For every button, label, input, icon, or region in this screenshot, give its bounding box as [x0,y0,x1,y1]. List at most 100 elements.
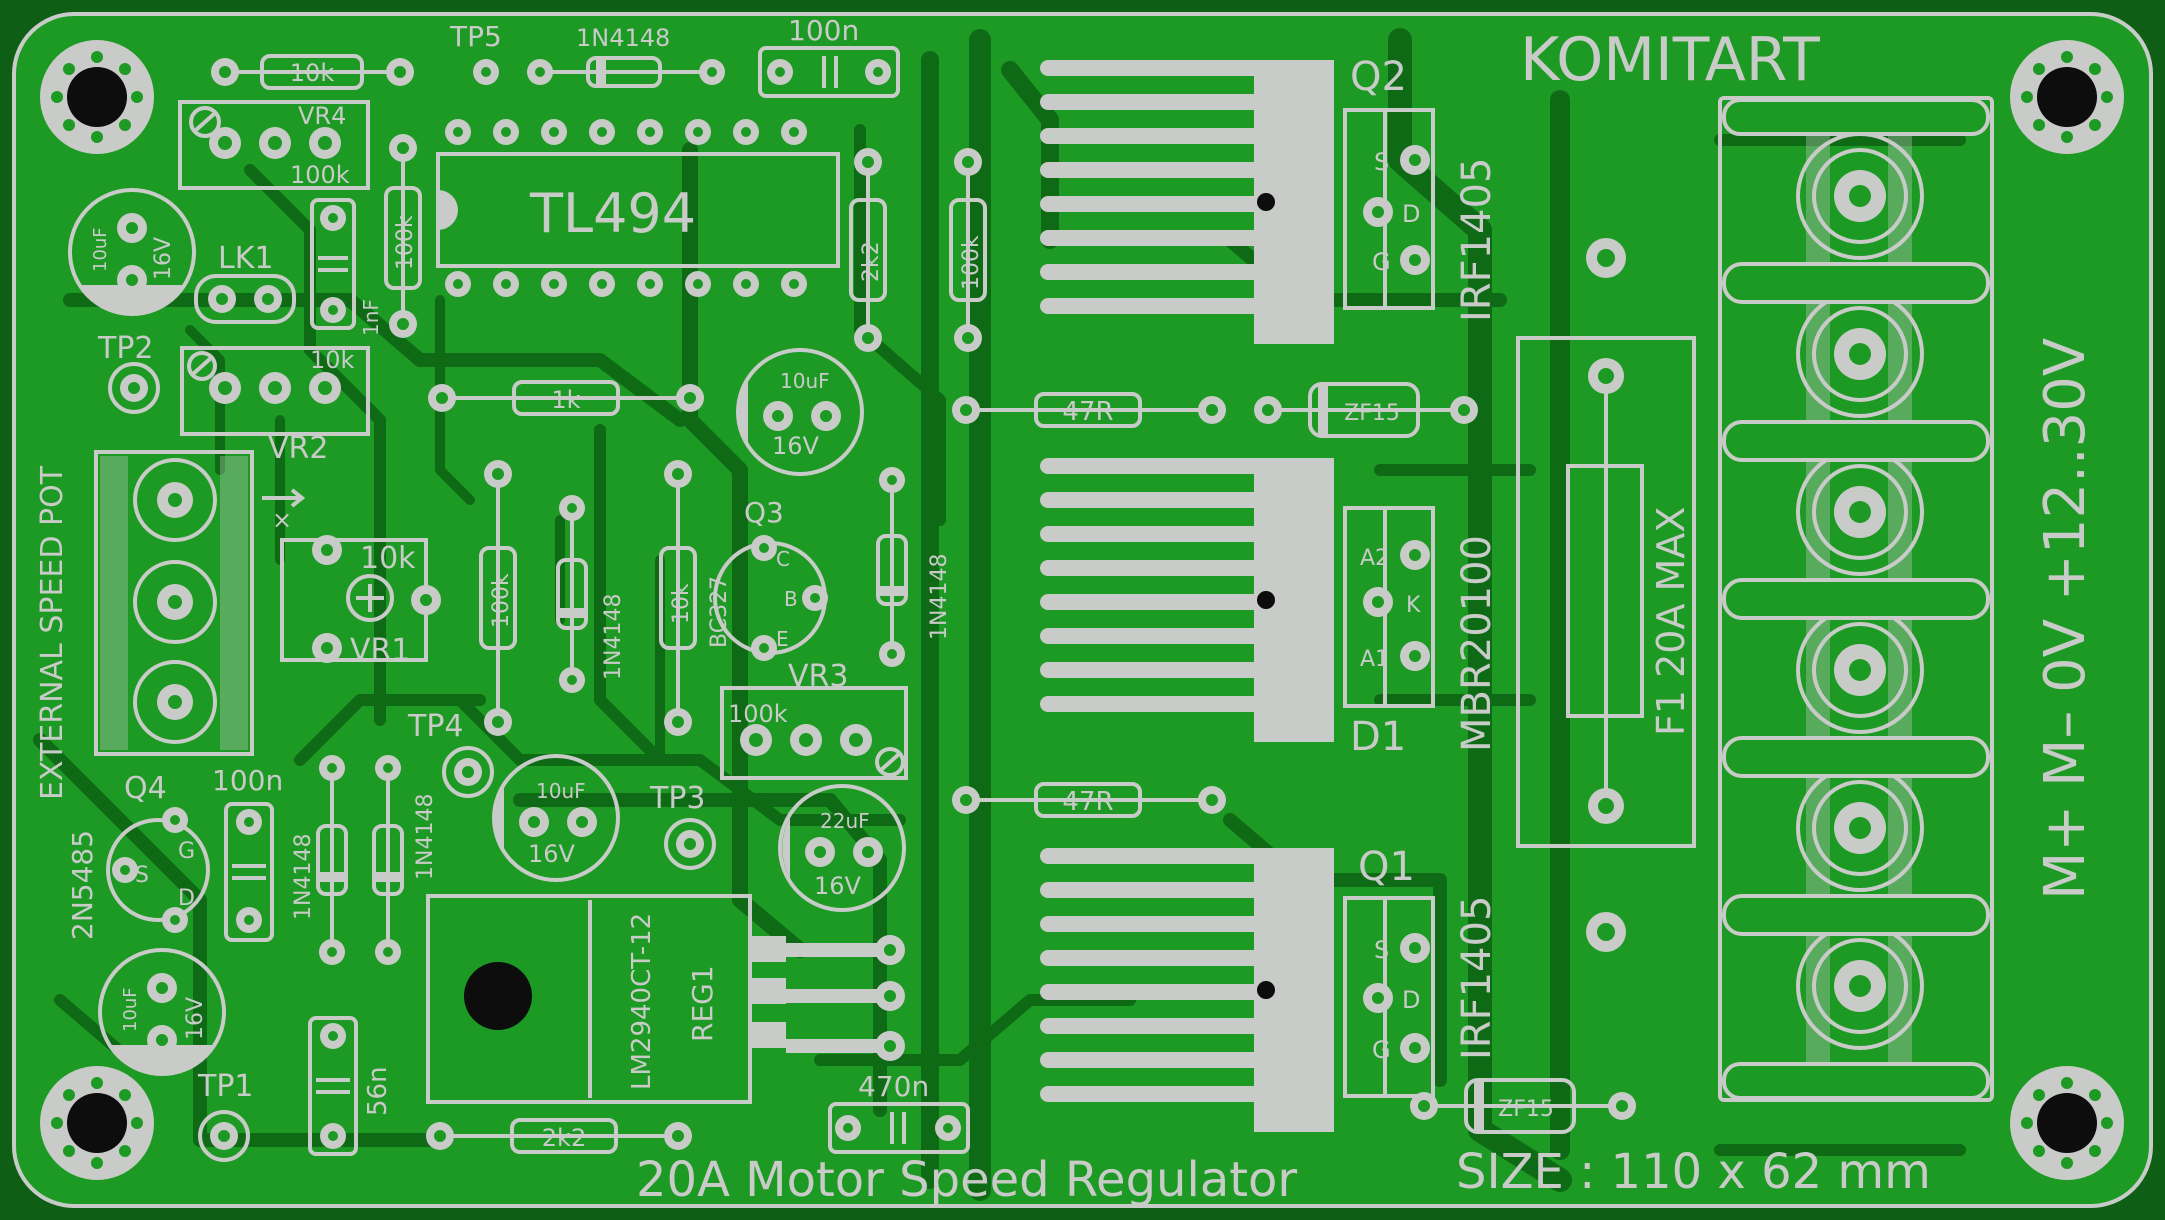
svg-text:16V: 16V [151,237,176,280]
copper-traces [33,28,1966,1201]
svg-text:TP3: TP3 [649,781,706,816]
trimmer-vr2: 10k VR2 [180,346,370,466]
testpoint-tp1: TP1 [197,1069,254,1162]
arrow-mark: × [262,488,306,534]
svg-text:470n: 470n [858,1070,929,1103]
svg-text:TP2: TP2 [97,331,154,366]
svg-text:D: D [1402,200,1420,228]
transistor-q4: Q4 S G D 2N5485 [66,771,210,940]
resistor-2k2-a: 2k2 [849,148,887,352]
capacitor-56n: 56n [308,1016,393,1156]
resistor-1k: 1k [428,380,704,416]
fuse-f1: F1 20A MAX [1516,336,1696,848]
svg-text:1N4148: 1N4148 [576,24,670,52]
transistor-q3: Q3 C B E BC327 [707,496,828,661]
capacitor-10uf-b: 10uF 16V [98,948,226,1076]
lk1-label: LK1 [218,241,273,276]
svg-text:10k: 10k [360,541,416,576]
svg-text:G: G [1372,248,1391,276]
svg-text:REG1: REG1 [686,965,719,1042]
svg-text:2N5485: 2N5485 [66,830,99,940]
resistor-47r-b: 47R [952,782,1226,818]
svg-text:IRF1405: IRF1405 [1454,158,1500,322]
trimmer-vr3: VR3 100k [720,659,908,780]
svg-text:C: C [776,547,790,571]
terminal-divider [1722,420,1990,462]
svg-text:D: D [1402,986,1420,1014]
mosfet-q1: Q1 S D G IRF1405 [1343,844,1500,1098]
link-lk1: LK1 [194,241,296,324]
svg-text:1N4148: 1N4148 [927,554,952,640]
svg-text:A2: A2 [1360,546,1389,571]
capacitor-100n-q4: 100n [212,764,283,942]
svg-text:16V: 16V [183,997,208,1040]
external-pot-label: EXTERNAL SPEED POT [35,465,70,800]
mounting-holes [40,40,2124,1180]
svg-text:16V: 16V [772,432,820,460]
svg-text:56n: 56n [363,1066,393,1116]
terminal-external-pot: EXTERNAL SPEED POT [35,450,254,800]
svg-text:2k2: 2k2 [542,1124,586,1152]
terminal-divider [1722,894,1990,936]
svg-text:K: K [1406,593,1421,618]
svg-text:S: S [135,863,149,888]
mount-hole-bl [40,1066,154,1180]
heatsink-q1 [1040,848,1334,1132]
diode-1n4148-d: 1N4148 [876,467,952,667]
svg-text:IRF1405: IRF1405 [1454,896,1500,1060]
svg-text:G: G [1372,1036,1391,1064]
svg-text:10k: 10k [310,346,355,374]
svg-text:BC327: BC327 [707,576,732,648]
diode-1n4148-c: 1N4148 [556,495,626,693]
ic-label: TL494 [529,182,696,245]
svg-text:1N4148: 1N4148 [291,834,316,920]
regulator-reg1: LM2940CT-12 REG1 [426,894,905,1104]
svg-text:100k: 100k [489,573,514,628]
testpoint-tp2: TP2 [97,331,160,414]
svg-text:22uF: 22uF [820,809,870,833]
svg-text:D1: D1 [1350,714,1406,760]
svg-text:10k: 10k [669,583,694,624]
vr4-value: 100k [290,161,350,189]
trimmer-vr4: VR4 100k [178,100,370,190]
svg-text:10uF: 10uF [780,369,830,393]
terminal-divider [1722,736,1990,778]
vr4-label: VR4 [298,102,346,130]
capacitor-10uf-c: 10uF 16V [736,348,864,476]
terminal-divider [1722,578,1990,620]
diode-1n4148-b: 1N4148 [372,755,438,965]
svg-text:Q4: Q4 [124,771,167,806]
resistor-47r-a: 47R [952,392,1226,428]
zener-zf15-b: ZF15 [1410,1078,1636,1134]
svg-text:TP4: TP4 [407,709,464,744]
resistor-100k-b: 100k [949,148,987,352]
svg-text:Q2: Q2 [1350,54,1407,100]
capacitor-1nf: 1nF [310,198,383,336]
svg-text:1N4148: 1N4148 [601,594,626,680]
power-terminal-label: M+ M– 0V +12..30V [2033,338,2098,900]
terminal-power [1718,96,1994,1102]
svg-text:100n: 100n [788,14,859,47]
svg-text:10uF: 10uF [120,987,141,1032]
power-terminal-screw [1796,448,1924,576]
svg-text:16V: 16V [814,872,862,900]
mount-hole-br [2010,1066,2124,1180]
heatsinks [1040,60,1334,1132]
svg-text:TP5: TP5 [449,20,502,53]
power-terminal-screw [1796,290,1924,418]
svg-text:1N4148: 1N4148 [413,794,438,880]
svg-text:B: B [784,587,798,611]
svg-text:F1 20A MAX: F1 20A MAX [1649,507,1693,736]
heatsink-d1 [1040,458,1334,742]
svg-text:G: G [178,839,195,864]
svg-text:ZF15: ZF15 [1498,1097,1554,1122]
svg-text:2k2: 2k2 [859,241,884,282]
svg-text:100n: 100n [212,764,283,797]
svg-text:E: E [776,627,789,651]
terminal-divider [1722,262,1990,304]
capacitor-470n: 470n [828,1070,970,1154]
svg-text:MBR20100: MBR20100 [1454,535,1500,752]
resistor-2k2-b: 2k2 [426,1118,692,1154]
zener-zf15-a: ZF15 [1254,382,1478,438]
